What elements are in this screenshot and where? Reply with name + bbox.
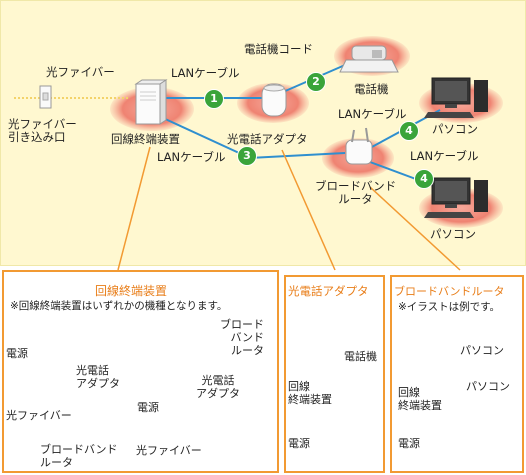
ont-a-label-fiber: 光ファイバー	[6, 409, 72, 422]
label-router: ブロードバンド ルータ	[315, 179, 397, 206]
router-label-ont: 回線 終端装置	[398, 386, 442, 412]
panel-router-note: ※イラストは例です。	[398, 301, 501, 313]
label-optical-jack: 光ファイバー 引き込み口	[8, 117, 77, 144]
ont-b-label-power: 電源	[137, 401, 159, 414]
badge-2: 2	[306, 72, 326, 92]
panel-ont-title: 回線終端装置	[95, 284, 168, 298]
label-lan-cable-2: LANケーブル	[338, 107, 407, 121]
label-lan-cable-3: LANケーブル	[157, 150, 226, 164]
badge-4a: 4	[399, 121, 419, 141]
phone-adapter-icon	[261, 83, 287, 117]
callout-router	[369, 186, 461, 271]
router-label-pc1: パソコン	[460, 344, 504, 357]
ont-a-label-router: ブロードバンド ルータ	[40, 443, 118, 469]
badge-3: 3	[237, 146, 257, 166]
pc-icon-2	[424, 177, 488, 218]
callout-adapter	[281, 149, 336, 271]
router-label-pc2: パソコン	[466, 380, 510, 393]
optical-jack-icon	[39, 85, 52, 109]
label-lan-cable-4: LANケーブル	[410, 149, 479, 163]
label-pc-1: パソコン	[432, 122, 478, 136]
label-optical-fiber: 光ファイバー	[46, 65, 115, 79]
adapter-label-phone: 電話機	[344, 350, 377, 363]
ont-b-label-adapter: 光電話 アダプタ	[196, 374, 240, 400]
router-icon	[345, 127, 373, 165]
label-lan-cable-1: LANケーブル	[171, 66, 240, 80]
label-phone-cord: 電話機コード	[244, 42, 313, 56]
router-label-power: 電源	[398, 437, 420, 450]
badge-1: 1	[204, 89, 224, 109]
label-ont: 回線終端装置	[111, 132, 180, 146]
panel-ont	[2, 270, 279, 473]
adapter-label-ont: 回線 終端装置	[288, 380, 332, 406]
pc-icon-1	[424, 77, 488, 118]
adapter-label-power: 電源	[288, 437, 310, 450]
panel-adapter-title: 光電話アダプタ	[288, 284, 369, 298]
panel-router	[390, 275, 524, 473]
ont-a-label-power: 電源	[6, 347, 28, 360]
badge-4b: 4	[414, 169, 434, 189]
panel-adapter	[284, 275, 385, 473]
label-phone: 電話機	[354, 82, 389, 96]
panel-router-title: ブロードバンドルータ	[394, 285, 505, 298]
ont-icon	[134, 79, 168, 125]
ont-a-label-adapter: 光電話 アダプタ	[76, 364, 120, 390]
callout-ont	[117, 146, 151, 271]
ont-b-label-fiber: 光ファイバー	[136, 444, 202, 457]
label-pc-2: パソコン	[430, 227, 476, 241]
ont-b-label-router: ブロード バンド ルータ	[220, 318, 264, 357]
panel-ont-note: ※回線終端装置はいずれかの機種となります。	[10, 300, 228, 312]
label-phone-adapter: 光電話アダプタ	[227, 132, 308, 146]
telephone-icon	[339, 45, 399, 73]
